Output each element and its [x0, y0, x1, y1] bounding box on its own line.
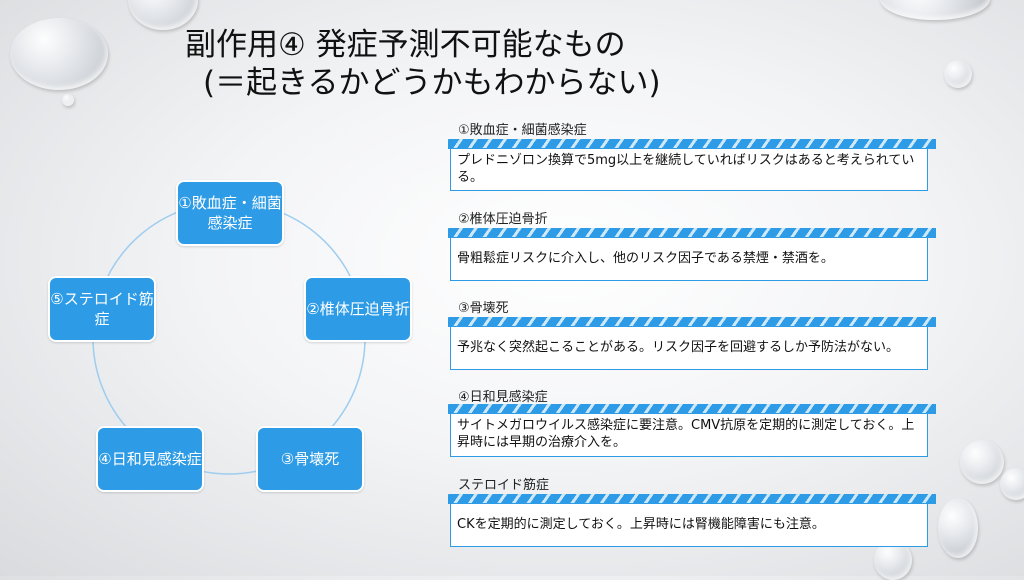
section-text-vertebral-fracture: 骨粗鬆症リスクに介入し、他のリスク因子である禁煙・禁酒を。: [450, 237, 928, 281]
cycle-node-opportunistic-infection: ④日和見感染症: [96, 426, 204, 492]
section-label-steroid-myopathy: ステロイド筋症: [458, 478, 550, 493]
water-drop-decoration: [938, 498, 978, 558]
section-text-steroid-myopathy: CKを定期的に測定しておく。上昇時には腎機能障害にも注意。: [450, 503, 928, 547]
water-drop-decoration: [944, 60, 972, 88]
section-divider-stripe: [448, 404, 936, 414]
water-drop-decoration: [880, 0, 990, 20]
section-divider-stripe: [448, 494, 936, 504]
section-label-osteonecrosis: ③骨壊死: [458, 301, 509, 316]
section-label-vertebral-fracture: ②椎体圧迫骨折: [458, 212, 548, 227]
cycle-node-osteonecrosis: ③骨壊死: [256, 426, 364, 492]
water-drop-decoration: [960, 440, 1004, 484]
slide-title-line-2: (＝起きるかどうかもわからない): [203, 65, 661, 101]
cycle-node-vertebral-fracture: ②椎体圧迫骨折: [304, 276, 412, 342]
cycle-node-label: ⑤ステロイド筋症: [50, 290, 154, 328]
section-text-opportunistic-infection: サイトメガロウイルス感染症に要注意。CMV抗原を定期的に測定しておく。上昇時には…: [450, 413, 928, 457]
cycle-node-label: ①敗血症・細菌感染症: [178, 194, 282, 232]
section-text-osteonecrosis: 予兆なく突然起こることがある。リスク因子を回避するしか予防法がない。: [450, 326, 928, 370]
cycle-node-sepsis: ①敗血症・細菌感染症: [176, 180, 284, 246]
water-drop-decoration: [1000, 468, 1024, 500]
section-text-sepsis: プレドニゾロン換算で5mg以上を継続していればリスクはあると考えられている。: [450, 148, 928, 191]
section-label-opportunistic-infection: ④日和見感染症: [458, 390, 548, 405]
slide-title-line-1: 副作用④ 発症予測不可能なもの: [185, 27, 626, 63]
cycle-node-label: ②椎体圧迫骨折: [306, 300, 410, 318]
cycle-node-label: ④日和見感染症: [98, 450, 202, 468]
section-divider-stripe: [448, 228, 936, 238]
section-divider-stripe: [448, 139, 936, 149]
cycle-node-steroid-myopathy: ⑤ステロイド筋症: [48, 276, 156, 342]
slide-title: 副作用④ 発症予測不可能なもの (＝起きるかどうかもわからない): [185, 26, 785, 102]
water-drop-decoration: [10, 18, 108, 90]
section-label-sepsis: ①敗血症・細菌感染症: [458, 123, 587, 138]
cycle-node-label: ③骨壊死: [280, 450, 340, 468]
section-divider-stripe: [448, 317, 936, 327]
water-drop-decoration: [62, 94, 74, 106]
